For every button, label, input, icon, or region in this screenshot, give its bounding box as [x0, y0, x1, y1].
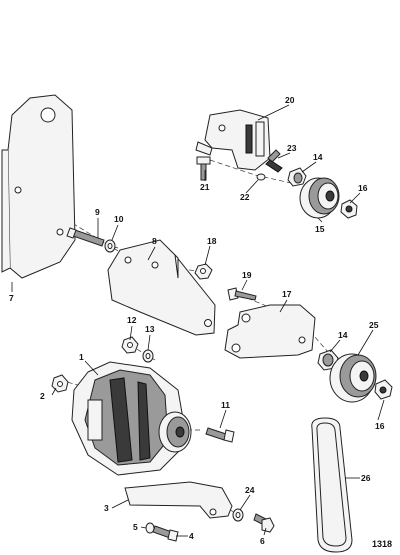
callout-20: 20: [285, 95, 295, 105]
part-24-washer: [232, 508, 244, 522]
part-26-drive-belt: [311, 417, 353, 553]
callout-21: 21: [200, 182, 210, 192]
callout-15: 15: [315, 224, 325, 234]
callout-11: 11: [221, 400, 230, 410]
part-1-alternator: [71, 361, 192, 476]
part-25-idler-pulley-lower: [329, 353, 377, 403]
part-17-lower-bracket: [224, 304, 316, 359]
part-19-bolt: [227, 287, 257, 301]
part-14-nut-upper: [287, 167, 307, 187]
callout-9: 9: [95, 207, 100, 217]
callout-10: 10: [114, 214, 124, 224]
callout-23: 23: [287, 143, 297, 153]
callout-3: 3: [104, 503, 109, 513]
part-8-mid-bracket: [107, 239, 216, 336]
part-6-bolt: [253, 513, 275, 533]
callout-8: 8: [152, 236, 157, 246]
part-3-brace: [124, 481, 233, 519]
callout-4: 4: [189, 531, 194, 541]
callout-5: 5: [133, 522, 138, 532]
callout-labels: 1 2 3 4 5 6 7 8 9 10 11 12 13 14 14 15 1…: [9, 95, 385, 546]
part-5-washer: [145, 522, 155, 534]
part-22-washer: [256, 173, 266, 181]
callout-16-upper: 16: [358, 183, 368, 193]
part-18-nut: [194, 263, 213, 280]
part-10-washer: [104, 239, 116, 253]
part-15-idler-pulley-upper: [299, 177, 340, 219]
part-11-bolt: [205, 427, 235, 443]
callout-1: 1: [79, 352, 84, 362]
callout-17: 17: [282, 289, 292, 299]
part-20-upper-bracket: [195, 109, 271, 171]
part-4-bolt: [152, 525, 179, 542]
callout-2: 2: [40, 391, 45, 401]
part-2-spacer: [51, 374, 69, 393]
callout-16-lower: 16: [375, 421, 385, 431]
callout-14-lower: 14: [338, 330, 348, 340]
part-16-nut-lower: [374, 379, 393, 400]
callout-19: 19: [242, 270, 252, 280]
part-16-nut-upper: [340, 199, 358, 219]
callout-7: 7: [9, 293, 14, 303]
callout-6: 6: [260, 536, 265, 546]
part-7-rear-bracket: [1, 94, 76, 279]
callout-26: 26: [361, 473, 371, 483]
part-9-bolt: [66, 227, 105, 247]
callout-22: 22: [240, 192, 250, 202]
part-21-bolt: [196, 156, 211, 181]
part-23-adjusting-bolt: [265, 149, 283, 173]
callout-25: 25: [369, 320, 379, 330]
callout-14-upper: 14: [313, 152, 323, 162]
part-12-nut: [121, 336, 139, 354]
leader-lines: [11, 104, 385, 537]
part-13-washer: [142, 349, 154, 363]
callout-18: 18: [207, 236, 217, 246]
callout-13: 13: [145, 324, 155, 334]
callout-24: 24: [245, 485, 255, 495]
figure-number: 1318: [372, 539, 392, 549]
callout-12: 12: [127, 315, 137, 325]
